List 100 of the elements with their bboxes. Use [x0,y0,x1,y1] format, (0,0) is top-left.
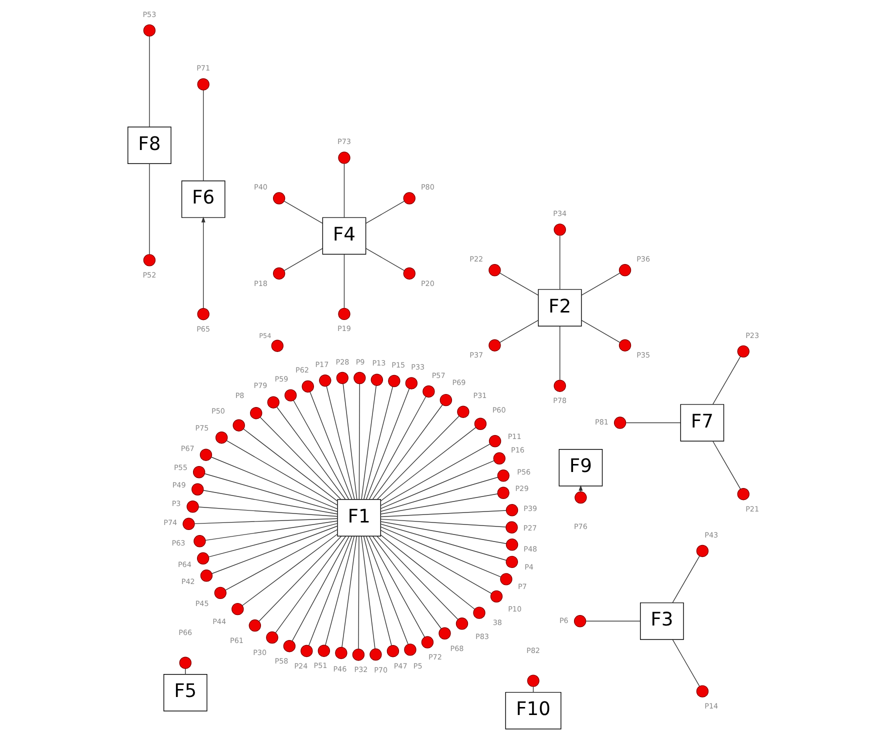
node-circle [352,648,364,661]
node-circle [492,452,505,464]
node-circle [488,339,500,352]
node-circle [272,267,285,280]
node-circle [618,339,631,352]
node-label: P14 [704,702,718,711]
connector [365,200,404,224]
connector [580,320,620,343]
node-box: F4 [322,217,366,255]
connector [360,385,376,500]
node-label: P82 [526,646,540,655]
node-label: P10 [508,604,522,614]
node-label: 38 [492,618,502,627]
node-label: P24 [294,662,308,671]
node-label: P15 [391,360,405,370]
node-circle [282,640,296,652]
node-circle [182,518,194,530]
connector [380,460,494,510]
connector [580,272,620,296]
connector [148,163,150,255]
node-label: P79 [253,381,267,390]
node-circle [456,406,469,418]
connector [625,422,680,424]
connector [499,272,538,296]
node-circle [338,308,350,320]
node-circle [496,486,509,500]
connector [343,164,344,218]
connector [712,440,740,490]
node-label: P64 [177,560,191,570]
connector [343,254,344,308]
connector [585,620,640,622]
node-circle [736,345,749,358]
connector [380,524,506,561]
connector [208,523,338,558]
node-circle [266,396,279,408]
node-label: P75 [194,424,208,433]
connector [380,526,501,578]
node-label: P46 [332,664,346,674]
connector [226,440,338,506]
node-circle [301,380,314,393]
node-box: F5 [162,674,207,712]
connector [380,518,506,528]
connector [291,536,349,642]
node-label: P8 [234,391,244,400]
node-label: P51 [313,661,327,670]
connector [326,386,354,500]
node-label: P78 [552,396,566,406]
node-box: F8 [127,126,171,164]
node-label: P31 [472,391,486,400]
connector [204,520,338,541]
node-circle [300,644,312,658]
connector [211,526,338,574]
connector [202,90,204,182]
node-label: P48 [523,544,537,554]
connector [372,536,442,629]
node-box: F3 [640,602,684,640]
connector [362,536,392,646]
node-label: P16 [510,446,524,455]
node-label: P22 [469,254,483,264]
node-circle [186,500,198,513]
connector [380,534,475,610]
node-circle [490,590,502,603]
node-circle [142,24,156,37]
node-label: P69 [452,378,466,387]
node-label: P30 [252,648,266,657]
connector [559,326,560,380]
connector [380,444,490,506]
node-label: P63 [171,538,185,548]
node-circle [696,544,708,558]
node-circle [178,656,191,669]
node-circle [386,645,399,658]
connector [380,521,506,544]
connector [210,456,338,510]
connector [276,406,346,500]
node-circle [439,394,452,406]
node-label: P49 [172,480,186,490]
node-circle [199,448,212,461]
connector [202,490,338,514]
node-circle [196,78,209,90]
connector [368,536,425,638]
connector [324,536,354,646]
node-circle [232,419,244,432]
node-label: P3 [171,499,180,508]
connector [341,536,356,648]
node-label: P50 [211,406,224,416]
node-label: P7 [517,582,526,591]
node-circle [472,606,485,619]
node-circle [336,372,348,384]
node-circle [284,389,296,402]
node-label: P43 [704,530,718,540]
node-circle [353,372,366,384]
node-circle [402,192,415,204]
node-circle [193,535,206,548]
node-circle [613,416,626,429]
node-circle [338,152,350,164]
connector [283,248,322,271]
node-label: P61 [230,636,243,645]
node-label: P20 [420,278,434,288]
node-circle [500,573,512,586]
connector [365,388,410,500]
